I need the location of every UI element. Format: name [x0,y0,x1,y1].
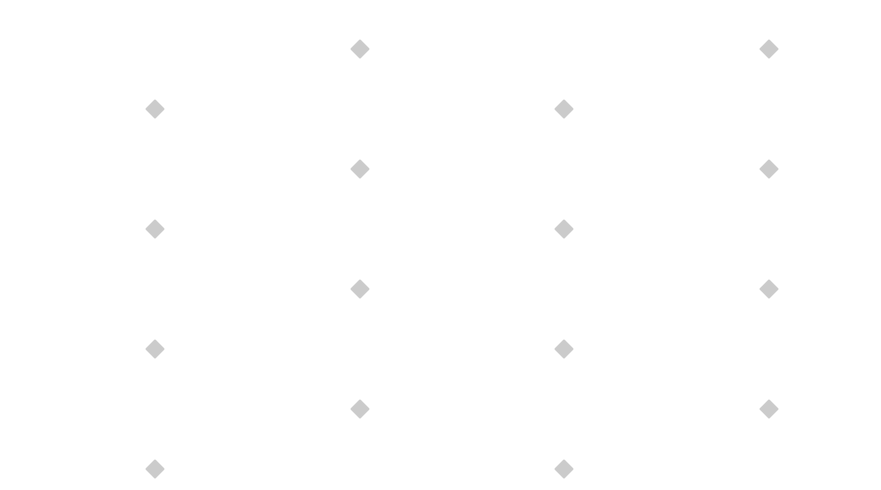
diamond-shape [554,339,574,359]
diamond-shape [145,99,165,119]
diamond-shape [554,219,574,239]
diamond-shape [350,399,370,419]
diamond-shape [554,99,574,119]
diamond-shape [350,39,370,59]
diamond-shape [759,279,779,299]
diamond-shape [145,219,165,239]
diamond-shape [759,39,779,59]
diamond-shape [554,459,574,479]
diamond-shape [759,159,779,179]
diamond-shape [350,159,370,179]
diamond-shape [145,339,165,359]
diamond-shape [350,279,370,299]
diamond-shape [759,399,779,419]
diamond-shape [145,459,165,479]
